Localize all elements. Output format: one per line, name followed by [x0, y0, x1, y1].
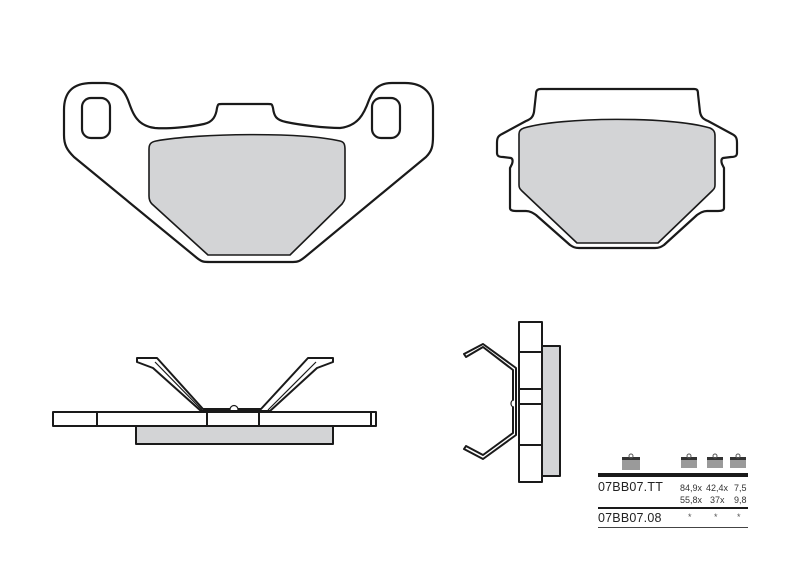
pad-icon	[707, 453, 723, 468]
dimension-value: 42,4x	[706, 483, 729, 493]
dimension-value: 55,8x	[680, 495, 703, 505]
divider	[598, 527, 748, 528]
pad-icon	[622, 453, 640, 470]
pad-end-view	[463, 321, 561, 483]
pad-front-right	[495, 87, 739, 250]
dimension-value: 84,9x	[680, 483, 703, 493]
dimension-value: *	[688, 512, 692, 522]
part-code: 07BB07.08	[598, 511, 662, 525]
dimension-value: 37x	[710, 495, 725, 505]
divider	[598, 473, 748, 477]
dimension-value: *	[737, 512, 741, 522]
pad-front-left	[62, 81, 435, 264]
dimension-value: 7,5	[734, 483, 747, 493]
part-code: 07BB07.TT	[598, 480, 664, 494]
dimension-value: 9,8	[734, 495, 747, 505]
spec-table: 07BB07.TT 84,9x 42,4x 7,5 55,8x 37x 9,8 …	[598, 450, 748, 528]
table-row: 07BB07.08 * * *	[598, 509, 748, 527]
pad-side-view	[52, 357, 377, 445]
pad-icon	[730, 453, 746, 468]
pad-icon	[681, 453, 697, 468]
pad-icons-row	[598, 450, 748, 472]
dimension-value: *	[714, 512, 718, 522]
divider	[598, 507, 748, 509]
table-row: 07BB07.TT 84,9x 42,4x 7,5 55,8x 37x 9,8	[598, 477, 748, 507]
